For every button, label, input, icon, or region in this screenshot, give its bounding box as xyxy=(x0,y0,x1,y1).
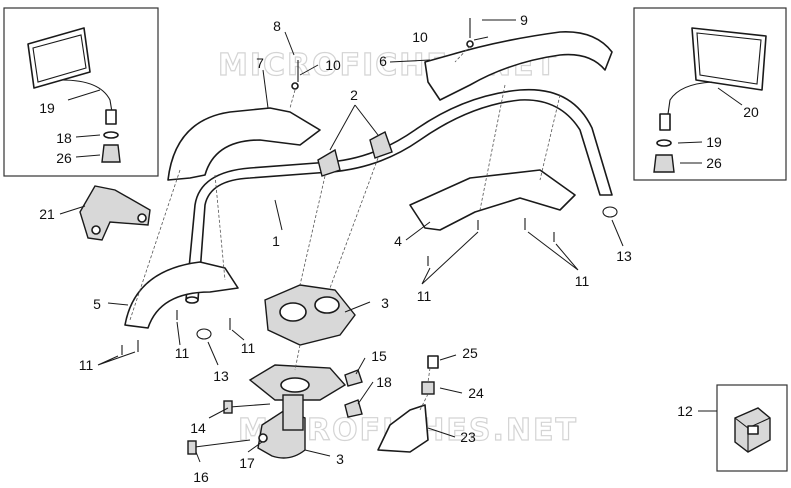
handlebar-end xyxy=(185,296,199,304)
o-ring-part-13-left xyxy=(196,328,212,340)
part-label: 11 xyxy=(79,357,94,373)
part-label: 5 xyxy=(93,296,101,312)
part-label: 19 xyxy=(706,134,722,150)
part-label: 13 xyxy=(213,368,229,384)
part-label: 13 xyxy=(616,248,632,264)
right-cover-part-7 xyxy=(424,31,613,101)
part-label: 18 xyxy=(376,374,392,390)
left-mirror-part xyxy=(27,27,121,163)
bracket-part-23 xyxy=(377,404,429,453)
nut-part-15 xyxy=(344,369,363,387)
o-ring-part-13-right xyxy=(602,206,618,218)
part-label: 3 xyxy=(336,451,344,467)
inset-box-right-mirror xyxy=(633,7,787,181)
part-label: 18 xyxy=(56,130,72,146)
part-label: 26 xyxy=(56,150,72,166)
clamp-part-2 xyxy=(317,148,341,177)
part-label: 8 xyxy=(273,18,281,34)
part-label: 3 xyxy=(381,295,389,311)
part-label: 11 xyxy=(417,288,432,304)
part-label: 11 xyxy=(575,273,590,289)
clip-part-12 xyxy=(734,407,771,453)
part-label: 11 xyxy=(175,345,190,361)
part-label: 26 xyxy=(706,155,722,171)
part-label: 7 xyxy=(256,55,264,71)
right-mirror-part xyxy=(653,27,767,173)
reference-lines xyxy=(129,45,561,411)
upper-cover-part-8 xyxy=(167,107,321,181)
yoke-stem xyxy=(282,394,304,431)
part-label: 2 xyxy=(350,87,358,103)
handlebar-part-1 xyxy=(185,88,613,301)
washer-part-10-left xyxy=(291,82,299,90)
dash-cover-part-6 xyxy=(264,284,356,346)
washer-part-10-right xyxy=(466,40,474,48)
bracket-hole xyxy=(91,225,101,235)
bracket-part-22 xyxy=(79,185,151,241)
leader-lines xyxy=(59,19,743,463)
lower-cover-part-4 xyxy=(409,169,576,231)
part-label: 25 xyxy=(462,345,478,361)
bolt-part-16 xyxy=(194,439,251,448)
part-label: 20 xyxy=(743,104,759,120)
part-label: 19 xyxy=(39,100,55,116)
inset-box-clip xyxy=(716,384,788,472)
part-label: 24 xyxy=(468,385,484,401)
bolt-head-14 xyxy=(223,400,233,414)
bracket-hole xyxy=(137,213,147,223)
bolt-head-16 xyxy=(187,440,197,455)
screw-set-part-11 xyxy=(121,218,555,355)
part-label: 21 xyxy=(39,206,55,222)
part-label: 6 xyxy=(379,53,387,69)
part-label: 23 xyxy=(460,429,476,445)
washer-part-17 xyxy=(258,433,268,443)
spacer-part-25 xyxy=(427,355,439,369)
dash-cover-hole xyxy=(314,296,340,314)
part-label: 1 xyxy=(272,233,280,249)
dash-cover-hole xyxy=(279,302,307,322)
spacer-part-24 xyxy=(421,381,435,395)
part-label: 10 xyxy=(412,29,428,45)
part-label: 4 xyxy=(394,233,402,249)
part-label: 14 xyxy=(190,420,206,436)
part-label: 12 xyxy=(677,403,693,419)
part-label: 15 xyxy=(371,348,387,364)
yoke-hole xyxy=(280,377,310,393)
bolt-part-14 xyxy=(229,403,271,408)
inset-box-left-mirror xyxy=(3,7,159,177)
lower-cover-part-5 xyxy=(124,261,239,329)
part-label: 16 xyxy=(193,469,209,485)
nut-part-18 xyxy=(344,399,363,418)
clamp-part-2 xyxy=(369,130,393,159)
part-label: 10 xyxy=(325,57,341,73)
part-label: 9 xyxy=(520,12,528,28)
part-label: 11 xyxy=(241,340,256,356)
part-label: 17 xyxy=(239,455,255,471)
